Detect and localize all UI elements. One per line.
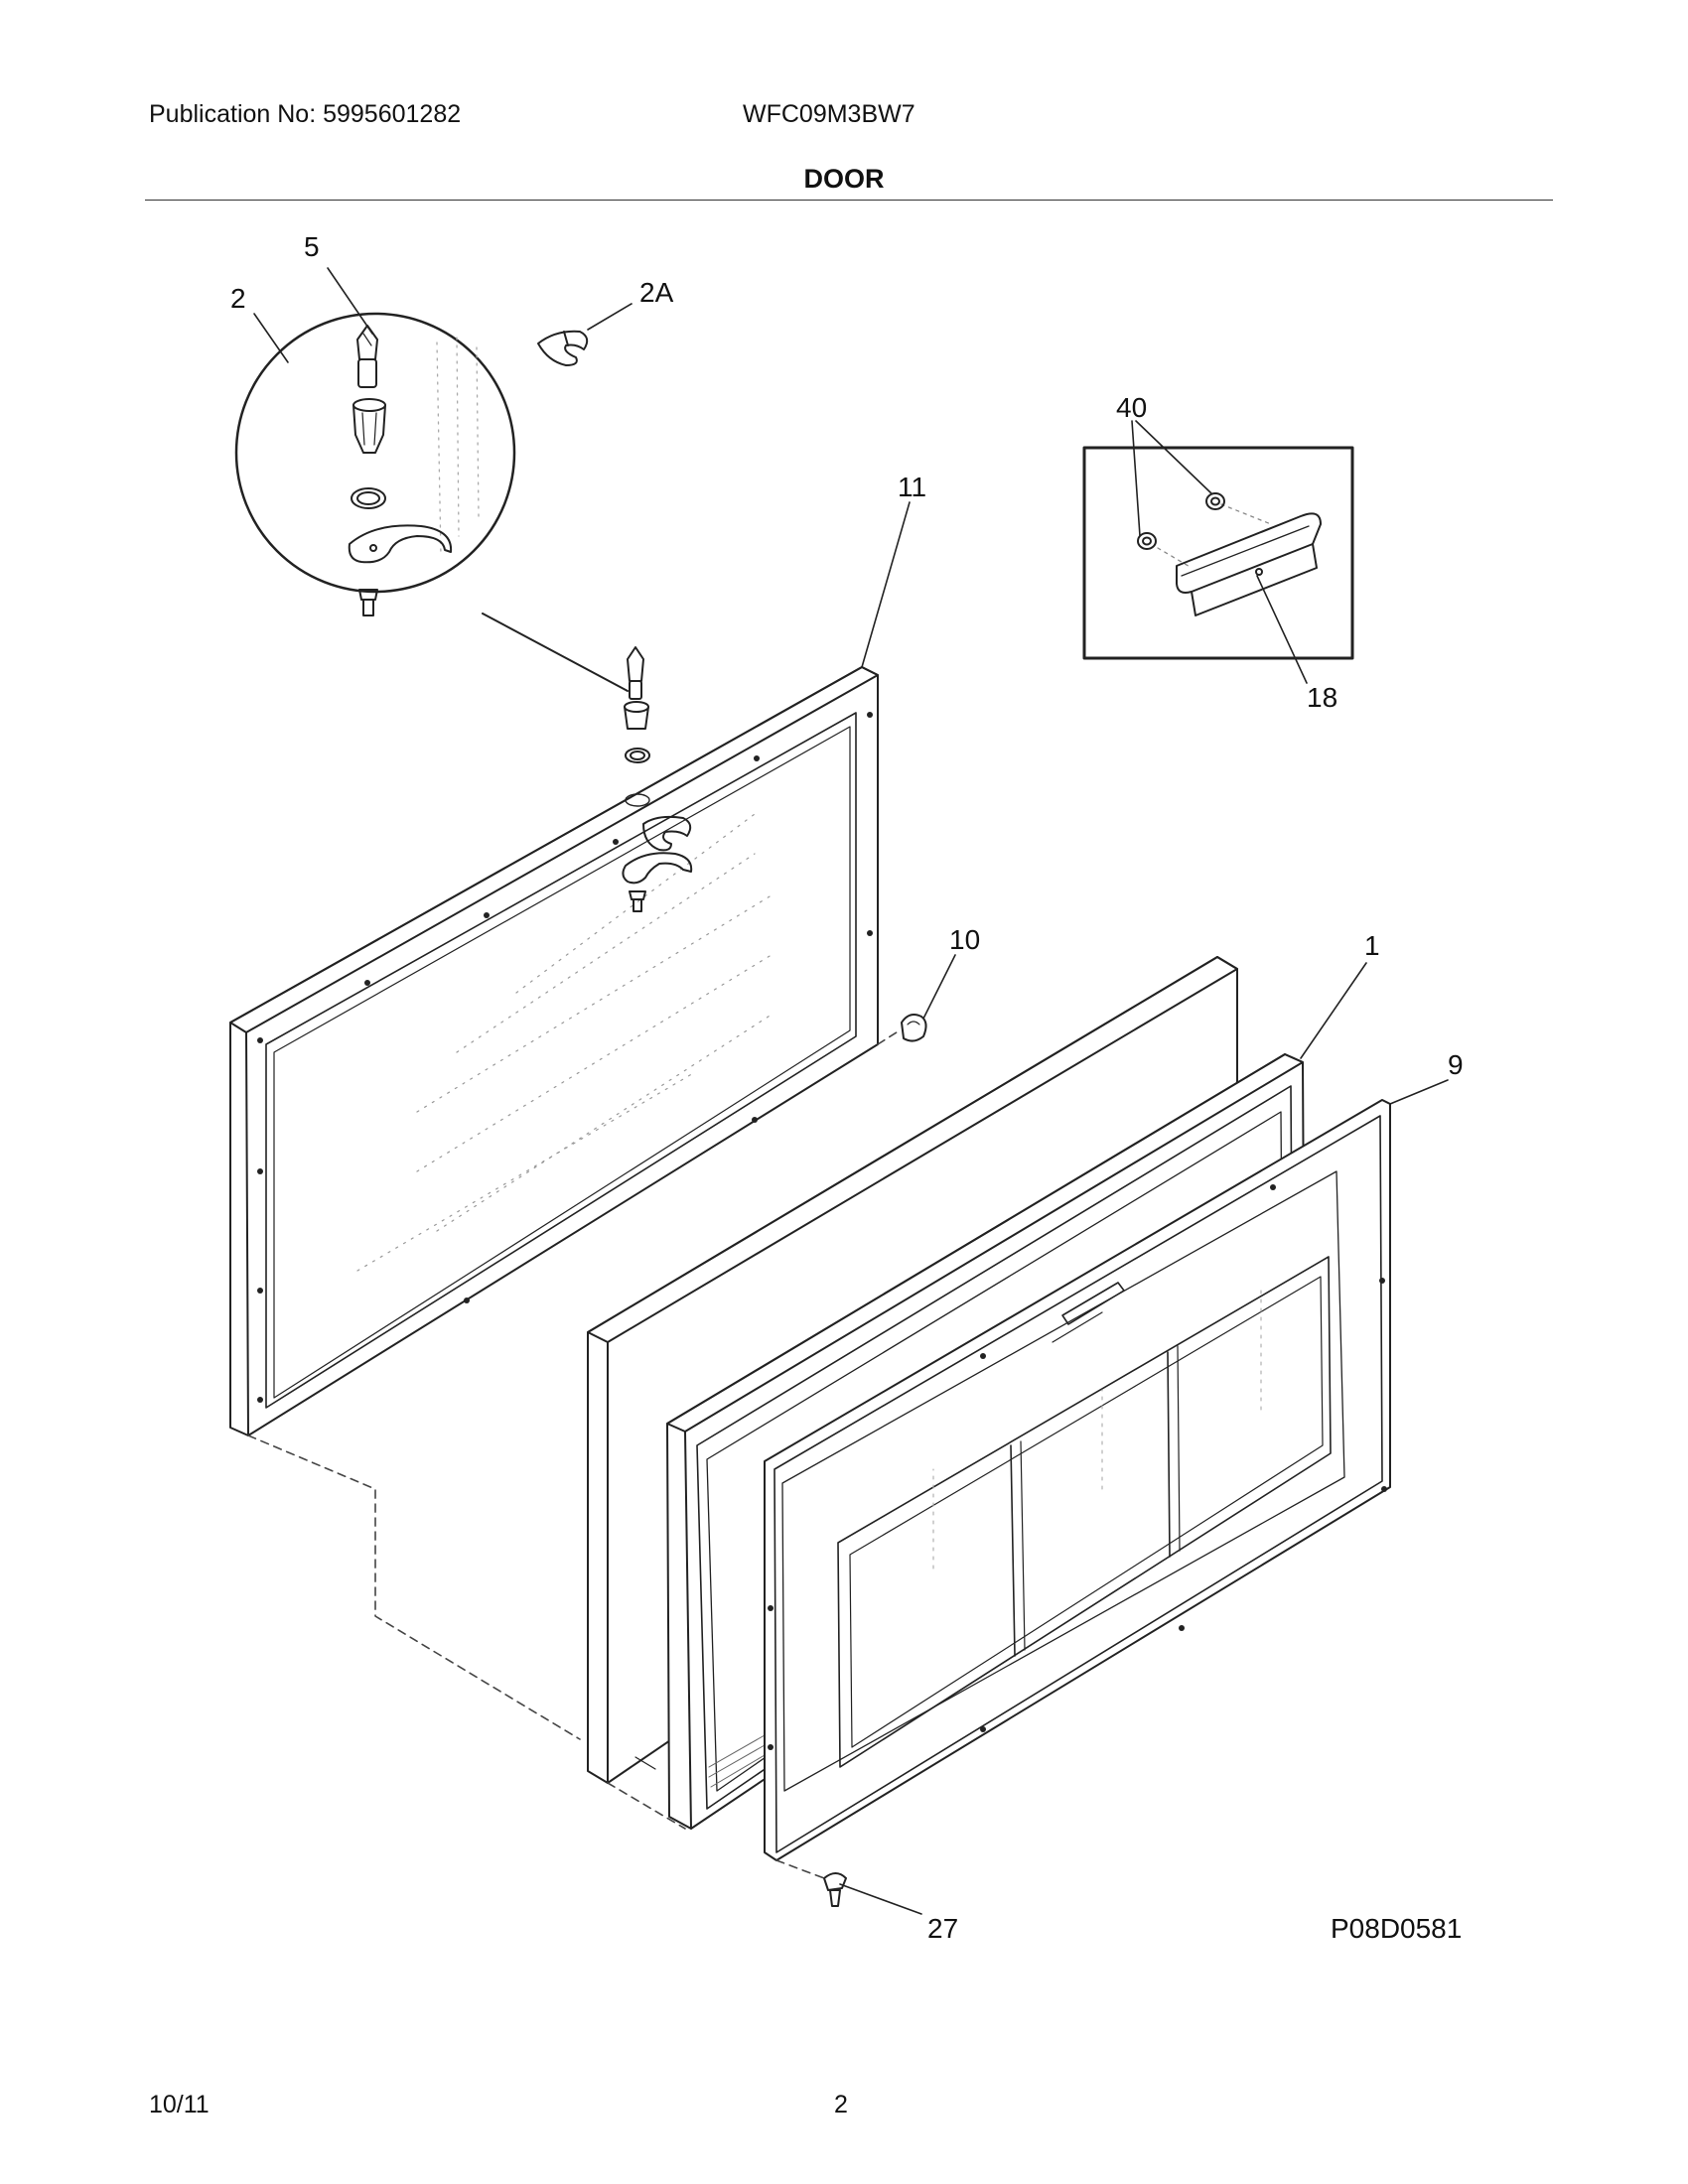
callout-leaders	[253, 267, 1449, 1915]
title-divider	[145, 200, 1553, 201]
callout-9: 9	[1448, 1049, 1464, 1080]
hinge-washer-part	[351, 487, 386, 509]
detail-leader-line	[482, 613, 629, 692]
handle-grommet-upper	[1205, 492, 1225, 510]
callout-40: 40	[1116, 392, 1147, 423]
plug-part-10	[901, 1014, 927, 1042]
drawing-id: P08D0581	[1331, 1913, 1462, 1944]
callout-18: 18	[1307, 682, 1337, 713]
model-number: WFC09M3BW7	[743, 100, 915, 128]
callout-1: 1	[1364, 930, 1380, 961]
callout-2: 2	[230, 283, 246, 314]
hinge-screw-part	[358, 589, 378, 616]
callout-11: 11	[898, 472, 926, 502]
hinge-bracket-part	[348, 524, 453, 564]
inner-door-liner	[764, 1099, 1391, 1861]
callout-5: 5	[304, 231, 320, 262]
hinge-bushing-part	[352, 398, 386, 454]
footer-date: 10/11	[149, 2091, 210, 2118]
mounted-hinge-assembly	[622, 646, 693, 912]
callout-10: 10	[949, 924, 980, 955]
door-screw-part	[823, 1872, 847, 1907]
section-title: DOOR	[803, 164, 885, 194]
handle-grommet-lower	[1137, 532, 1157, 550]
callout-27: 27	[927, 1913, 958, 1944]
hinge-pin-part	[356, 325, 378, 388]
hinge-detail-circle	[234, 312, 516, 594]
handle-detail-box	[1082, 446, 1354, 660]
alignment-dashes	[247, 1029, 901, 1879]
publication-number: Publication No: 5995601282	[149, 100, 462, 128]
hinge-clip-2a	[537, 330, 589, 366]
page-number: 2	[834, 2091, 848, 2118]
callout-2a: 2A	[639, 277, 674, 308]
